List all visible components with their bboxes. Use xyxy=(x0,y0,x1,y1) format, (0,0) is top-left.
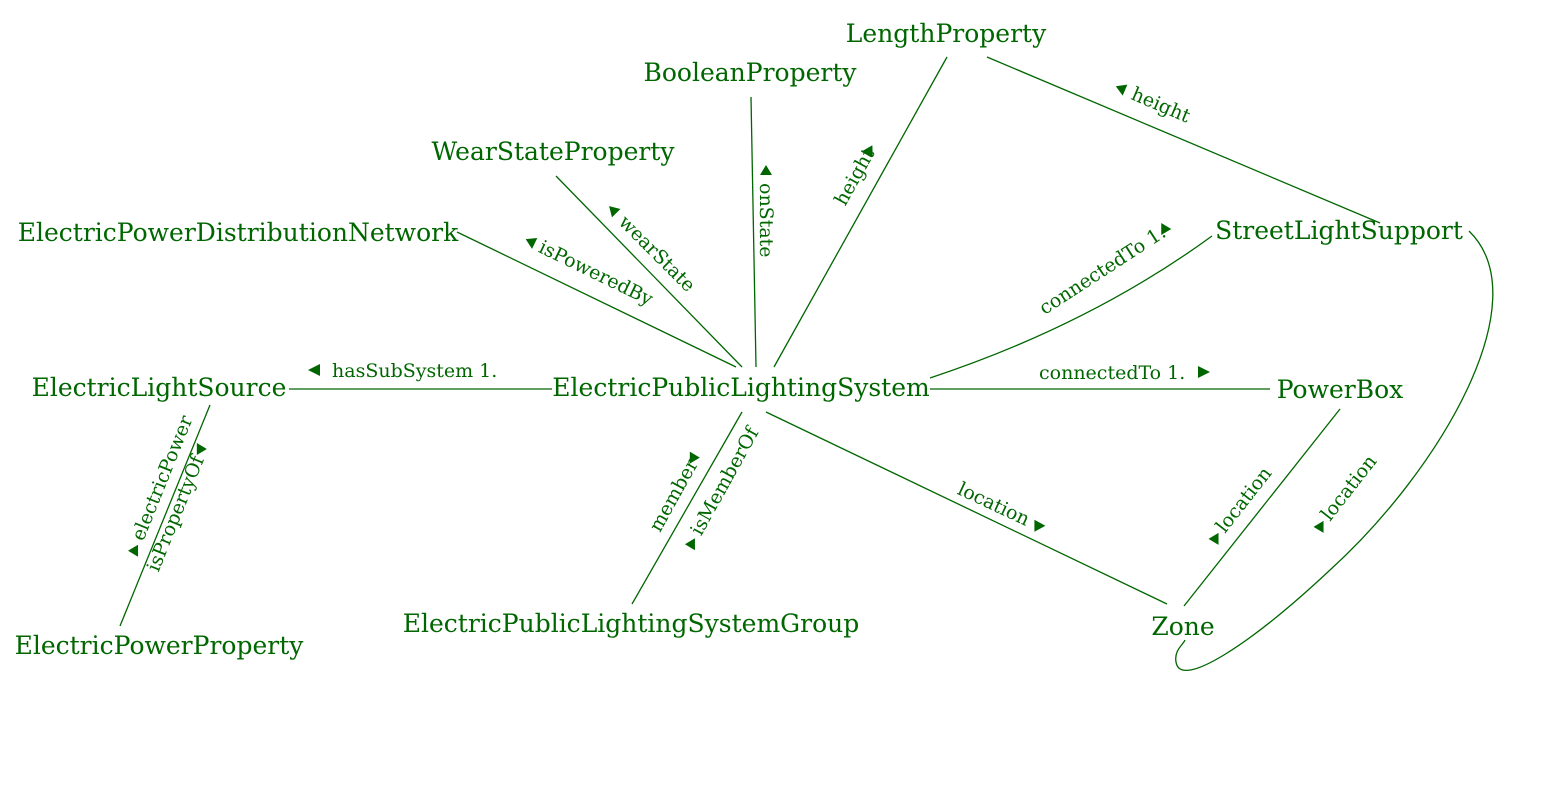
arrow-right-icon xyxy=(196,443,207,456)
edge-connectedto-sls xyxy=(929,235,1213,379)
node-boolean-property: BooleanProperty xyxy=(643,58,857,87)
arrow-left-icon xyxy=(308,364,320,376)
edge-label-onstate: onState xyxy=(755,165,777,258)
node-electric-light-source: ElectricLightSource xyxy=(32,373,287,402)
edge-height-lp-sls xyxy=(986,56,1381,224)
arrow-right-icon xyxy=(1034,519,1046,532)
arrow-left-icon xyxy=(525,238,538,249)
edge-label-location-sls-zone: location xyxy=(1313,451,1382,533)
edge-ispoweredby xyxy=(456,231,737,368)
edge-height-eps-lp xyxy=(773,56,948,368)
edge-label-connectedto-sls: connectedTo 1. xyxy=(1035,221,1172,319)
node-power-box: PowerBox xyxy=(1277,375,1404,404)
edge-text-connectedto-pb: connectedTo 1. xyxy=(1039,362,1185,384)
edge-text-hassubsystem: hasSubSystem 1. xyxy=(332,360,497,382)
edge-location-sls-zone xyxy=(1175,230,1494,672)
edge-text-location-pb-zone: location xyxy=(1212,463,1277,537)
arrow-left-icon xyxy=(128,544,139,557)
arrow-left-icon xyxy=(760,165,772,175)
edge-label-height-eps-lp: height xyxy=(830,144,879,209)
edge-text-location-sls-zone: location xyxy=(1317,451,1382,525)
edge-label-hassubsystem: hasSubSystem 1. xyxy=(308,360,497,382)
arrow-right-icon xyxy=(1198,366,1210,378)
arrow-left-icon xyxy=(1115,84,1128,96)
node-length-property: LengthProperty xyxy=(846,19,1047,48)
edge-label-height-lp-sls: height xyxy=(1115,83,1194,128)
arrow-left-icon xyxy=(609,206,621,218)
arrow-right-icon xyxy=(689,451,700,464)
node-wear-state-property: WearStateProperty xyxy=(432,137,676,166)
node-street-light-support: StreetLightSupport xyxy=(1215,216,1463,245)
arrow-left-icon xyxy=(1208,532,1219,545)
edge-location-pb-zone xyxy=(1183,408,1341,607)
arrow-left-icon xyxy=(684,538,695,551)
arrow-right-icon xyxy=(862,145,873,157)
arrow-left-icon xyxy=(1313,520,1324,533)
node-electric-power-distribution-network: ElectricPowerDistributionNetwork xyxy=(18,218,459,247)
edge-text-ismemberof: isMemberOf xyxy=(686,422,764,539)
node-electric-public-lighting-system: ElectricPublicLightingSystem xyxy=(552,373,930,402)
edge-text-location-eps-zone: location xyxy=(954,478,1033,530)
edge-text-onstate: onState xyxy=(755,183,777,258)
edge-label-connectedto-pb: connectedTo 1. xyxy=(1039,362,1210,384)
edge-onstate xyxy=(750,96,757,368)
node-electric-public-lighting-system-group: ElectricPublicLightingSystemGroup xyxy=(403,609,860,638)
edge-member xyxy=(631,411,743,605)
edge-wearstate xyxy=(555,175,743,368)
edge-electricpower xyxy=(119,404,211,627)
arrow-right-icon xyxy=(1161,222,1172,235)
node-zone: Zone xyxy=(1151,612,1214,641)
edge-location-eps-zone xyxy=(765,411,1168,605)
node-electric-power-property: ElectricPowerProperty xyxy=(15,631,305,660)
